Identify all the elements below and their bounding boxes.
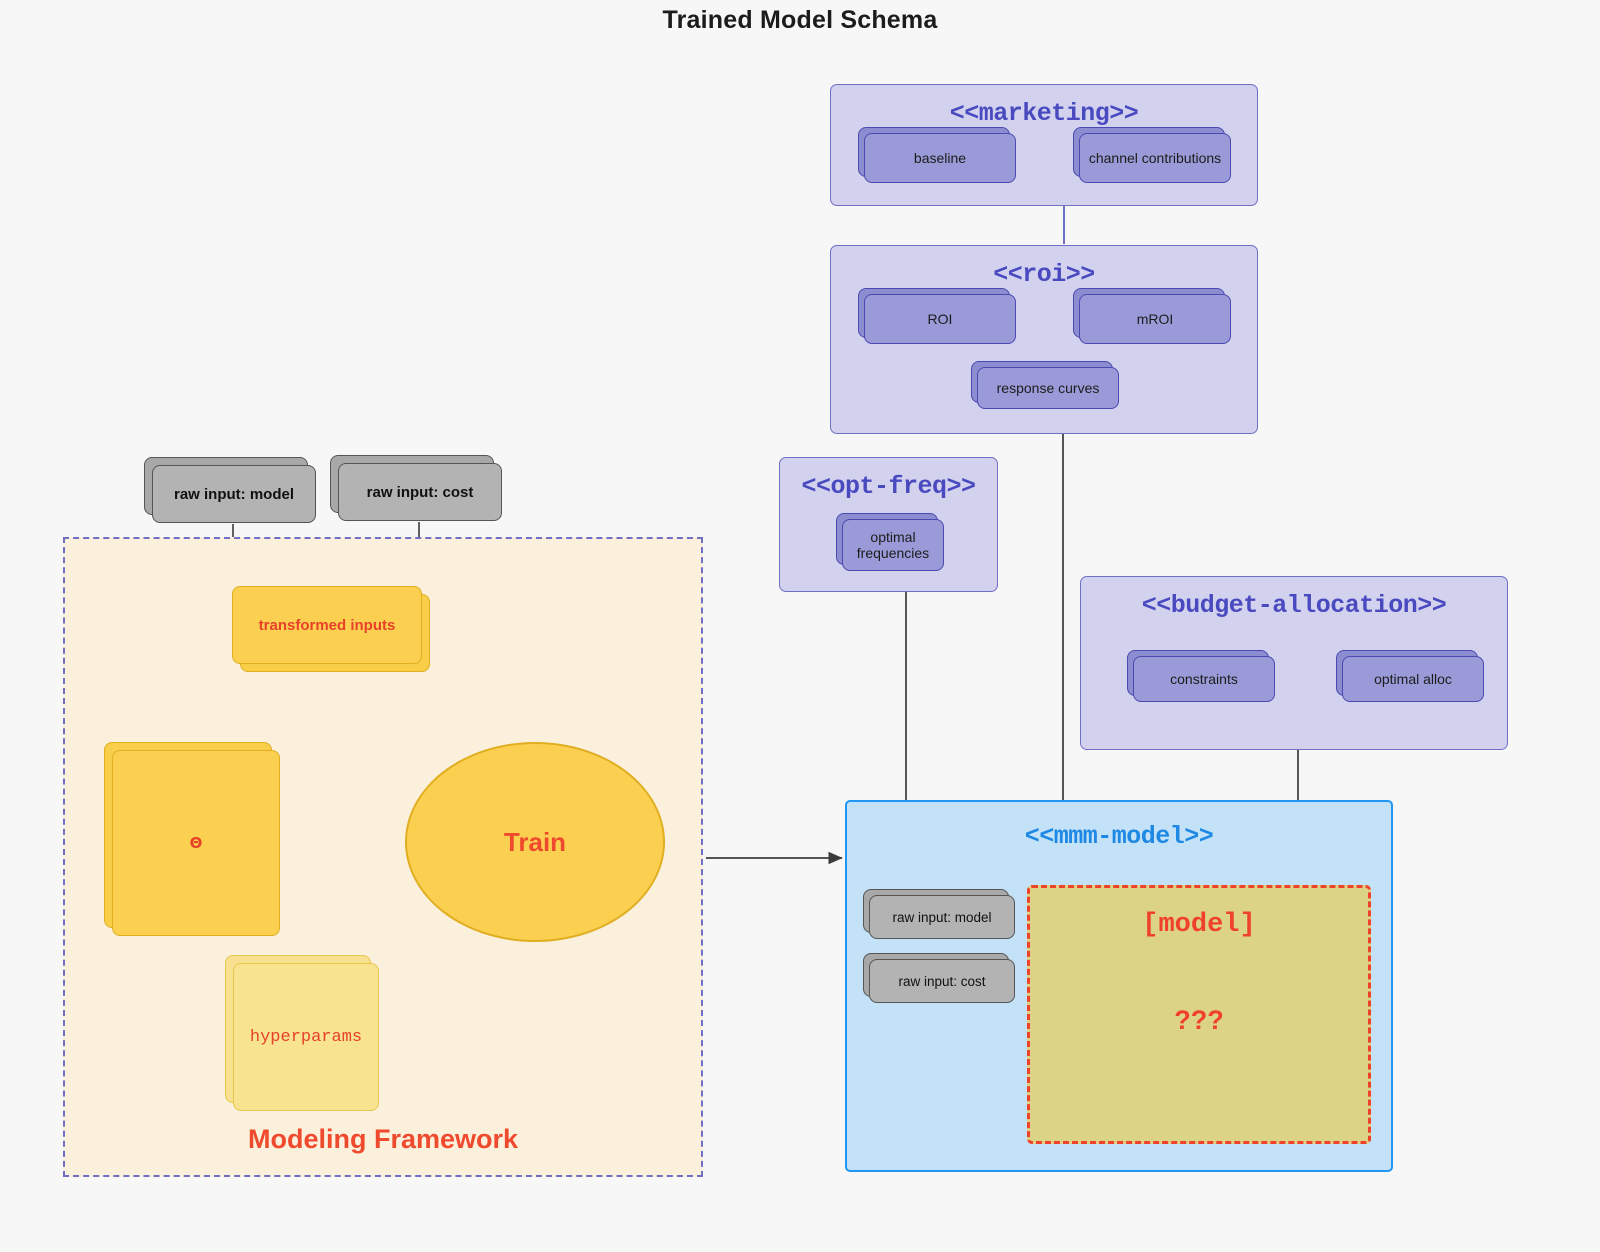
node-hyperparams[interactable]: hyperparams [225,955,379,1111]
node-baseline-face: baseline [864,133,1016,183]
node-raw-input-model-face: raw input: model [152,465,316,523]
node-hyperparams-face: hyperparams [233,963,379,1111]
package-marketing-title: <<marketing>> [949,99,1139,128]
node-transformed-inputs[interactable]: transformed inputs [232,586,430,672]
node-constraints-face: constraints [1133,656,1275,702]
node-optimal-alloc[interactable]: optimal alloc [1336,650,1484,702]
modeling-framework-label: Modeling Framework [247,1124,519,1154]
node-optimal-frequencies[interactable]: optimal frequencies [836,513,944,571]
package-budget-allocation-title: <<budget-allocation>> [1141,591,1447,620]
page-title: Trained Model Schema [662,6,938,34]
package-opt-freq-title: <<opt-freq>> [801,472,976,501]
node-mroi-face: mROI [1079,294,1231,344]
package-marketing[interactable]: <<marketing>> baseline channel contribut… [830,84,1258,206]
model-placeholder-name: [model] [1142,910,1256,940]
node-theta-face: Θ [112,750,280,936]
node-channel-contributions[interactable]: channel contributions [1073,127,1231,183]
package-budget-allocation[interactable]: <<budget-allocation>> constraints optima… [1080,576,1508,750]
package-roi[interactable]: <<roi>> ROI mROI response curves [830,245,1258,434]
node-mmm-raw-input-cost-face: raw input: cost [869,959,1015,1003]
node-mroi[interactable]: mROI [1073,288,1231,344]
node-constraints[interactable]: constraints [1127,650,1275,702]
node-response-curves-face: response curves [977,367,1119,409]
node-train[interactable]: Train [405,742,665,942]
node-roi-face: ROI [864,294,1016,344]
node-raw-input-cost-face: raw input: cost [338,463,502,521]
node-mmm-raw-input-cost[interactable]: raw input: cost [863,953,1015,1003]
node-channel-contributions-face: channel contributions [1079,133,1231,183]
node-mmm-raw-input-model-face: raw input: model [869,895,1015,939]
node-roi[interactable]: ROI [858,288,1016,344]
node-transformed-inputs-face: transformed inputs [232,586,422,664]
package-mmm-model[interactable]: <<mmm-model>> raw input: model raw input… [845,800,1393,1172]
node-baseline[interactable]: baseline [858,127,1016,183]
node-theta[interactable]: Θ [104,742,280,936]
node-mmm-raw-input-model[interactable]: raw input: model [863,889,1015,939]
node-optimal-alloc-face: optimal alloc [1342,656,1484,702]
node-raw-input-model[interactable]: raw input: model [144,457,316,523]
model-placeholder-unknown: ??? [1174,1005,1224,1035]
node-response-curves[interactable]: response curves [971,361,1119,409]
package-mmm-model-title: <<mmm-model>> [1024,822,1214,851]
package-roi-title: <<roi>> [993,260,1095,289]
package-opt-freq[interactable]: <<opt-freq>> optimal frequencies [779,457,998,592]
model-placeholder-box[interactable]: [model] ??? [1027,885,1371,1144]
node-raw-input-cost[interactable]: raw input: cost [330,455,502,521]
node-optimal-frequencies-face: optimal frequencies [842,519,944,571]
